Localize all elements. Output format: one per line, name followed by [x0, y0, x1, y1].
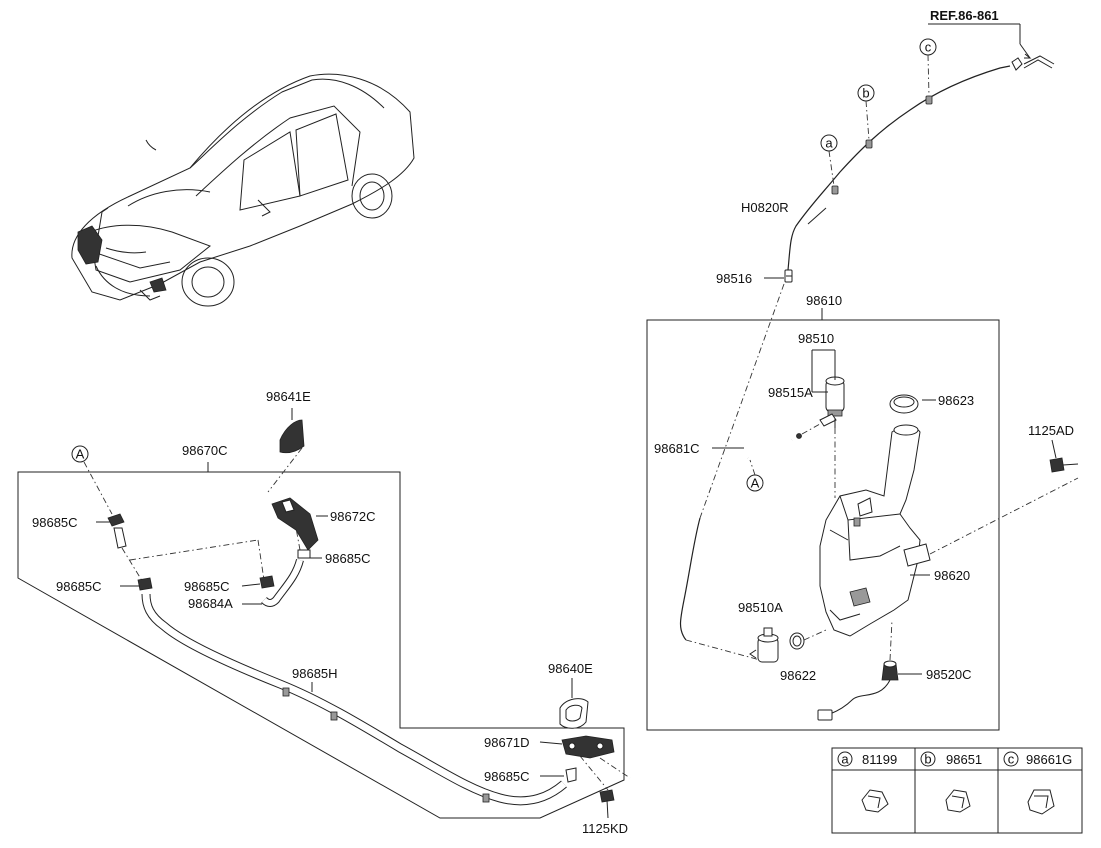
grommet-98622	[789, 632, 805, 650]
label-98685C-5[interactable]: 98685C	[484, 769, 530, 784]
legend-key-b: b	[924, 752, 931, 767]
legend-key-a: a	[841, 752, 849, 767]
label-98641E[interactable]: 98641E	[266, 389, 311, 404]
label-98622[interactable]: 98622	[780, 668, 816, 683]
legend-part-a: 81199	[862, 752, 897, 767]
label-98685C-4[interactable]: 98685C	[184, 579, 230, 594]
headlamp-washer-frame	[17, 471, 625, 819]
bolt-1125KD	[599, 789, 615, 819]
cover-98640E	[559, 678, 589, 729]
car-illustration	[71, 73, 415, 307]
label-98623[interactable]: 98623	[938, 393, 974, 408]
reservoir-group-frame	[646, 319, 1000, 731]
level-sensor-98520C	[817, 619, 899, 721]
callout-A-left-label: A	[76, 447, 85, 462]
label-98510[interactable]: 98510	[798, 331, 834, 346]
callout-c-label: c	[925, 40, 932, 55]
clip-legend-table: a 81199 b 98651 c 98661G	[831, 747, 1083, 834]
label-98685C-2[interactable]: 98685C	[325, 551, 371, 566]
reservoir-cap-98623	[889, 394, 919, 414]
label-98515A[interactable]: 98515A	[768, 385, 813, 400]
label-98681C[interactable]: 98681C	[654, 441, 700, 456]
callout-c: c	[919, 38, 937, 97]
nozzle-98672C	[271, 497, 328, 551]
label-98640E[interactable]: 98640E	[548, 661, 593, 676]
label-1125AD[interactable]: 1125AD	[1028, 423, 1074, 438]
callout-A-right-label: A	[751, 476, 760, 491]
callout-b: b	[857, 84, 875, 141]
label-98610[interactable]: 98610	[806, 293, 842, 308]
label-98685H[interactable]: 98685H	[292, 666, 338, 681]
callout-a-label: a	[825, 136, 833, 151]
label-98671D[interactable]: 98671D	[484, 735, 530, 750]
label-H0820R[interactable]: H0820R	[741, 200, 789, 215]
clip-98661G-icon	[1027, 789, 1055, 815]
legend-item-c[interactable]: c 98661G	[1003, 751, 1072, 815]
label-98670C[interactable]: 98670C	[182, 443, 228, 458]
callout-A-right: A	[746, 459, 764, 492]
legend-part-c: 98661G	[1026, 752, 1072, 767]
legend-part-b: 98651	[946, 752, 982, 767]
label-98685C-1[interactable]: 98685C	[32, 515, 78, 530]
label-98520C[interactable]: 98520C	[926, 667, 972, 682]
label-98510A[interactable]: 98510A	[738, 600, 783, 615]
reservoir-tank-98620	[819, 424, 931, 637]
connector-98685C-top	[107, 513, 127, 549]
clip-81199-icon	[861, 789, 889, 813]
legend-item-a[interactable]: a 81199	[837, 751, 897, 813]
label-98516[interactable]: 98516	[716, 271, 752, 286]
label-98620[interactable]: 98620	[934, 568, 970, 583]
washer-pump-98510A	[749, 627, 779, 663]
label-98685C-3[interactable]: 98685C	[56, 579, 102, 594]
nozzle-98671D	[561, 735, 615, 783]
label-98684A[interactable]: 98684A	[188, 596, 233, 611]
label-98672C[interactable]: 98672C	[330, 509, 376, 524]
clip-98651-icon	[945, 789, 971, 813]
bolt-1125AD	[1049, 457, 1079, 473]
part-labels: REF.86-861 H0820R 98516 98610 98510 9851…	[32, 8, 1074, 836]
label-ref-86-861[interactable]: REF.86-861	[930, 8, 999, 23]
label-1125KD[interactable]: 1125KD	[582, 821, 628, 836]
callout-a: a	[820, 134, 838, 187]
legend-item-b[interactable]: b 98651	[920, 751, 982, 813]
upper-hose-assembly	[784, 23, 1055, 283]
cover-98641E	[267, 408, 305, 493]
callout-b-label: b	[862, 86, 869, 101]
callout-A-left: A	[71, 445, 113, 515]
legend-key-c: c	[1008, 752, 1015, 767]
washer-pump-98510	[819, 376, 845, 498]
